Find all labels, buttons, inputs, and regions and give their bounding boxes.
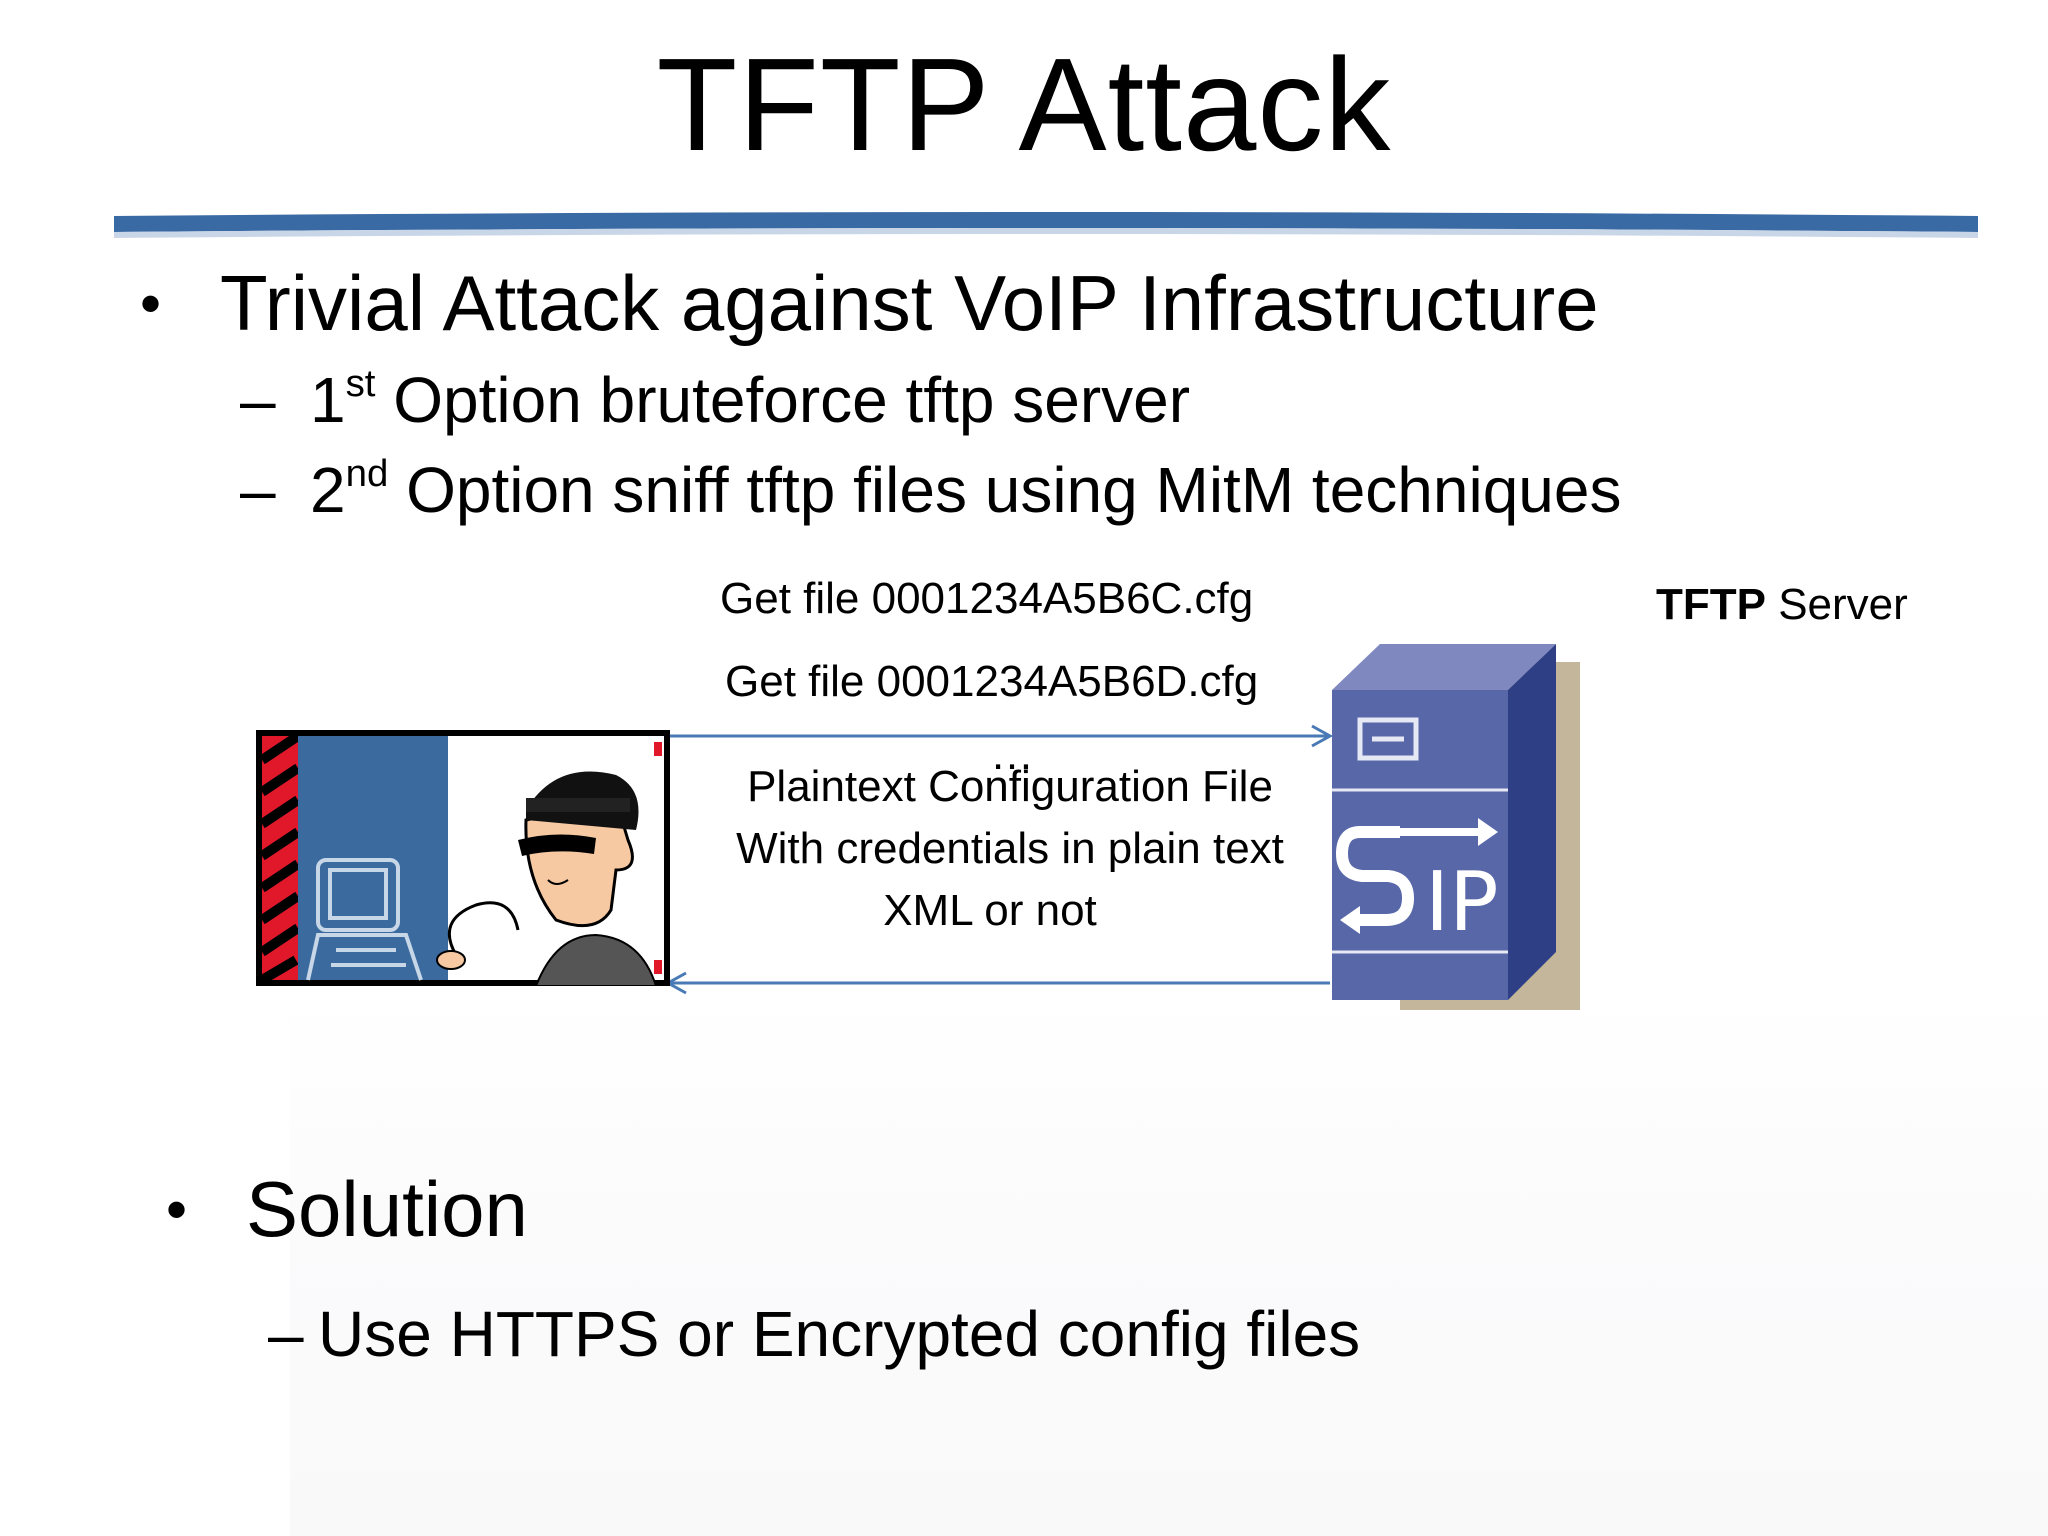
bullet-dot: • bbox=[166, 1176, 188, 1243]
solution-heading: Solution bbox=[246, 1165, 528, 1253]
slide-title: TFTP Attack bbox=[656, 31, 1392, 178]
server-label: TFTP Server bbox=[1656, 578, 1908, 632]
server-label-rest: Server bbox=[1765, 580, 1908, 629]
slide-background-fade bbox=[290, 1000, 2048, 1536]
hacker-at-computer-icon bbox=[256, 730, 670, 986]
response-line-3: XML or not bbox=[883, 886, 1097, 935]
request-arrowhead bbox=[1311, 724, 1334, 748]
server-label-bold: TFTP bbox=[1656, 580, 1766, 629]
sip-server-icon: IP bbox=[1332, 644, 1580, 1010]
sub-bullet-1-number: 1 bbox=[310, 364, 346, 436]
request-line-2: Get file 0001234A5B6D.cfg bbox=[725, 657, 1259, 706]
sub-bullet-dash: – bbox=[268, 1298, 304, 1370]
sub-bullet-2-ordinal: nd bbox=[345, 451, 389, 495]
request-line-1: Get file 0001234A5B6C.cfg bbox=[720, 574, 1254, 623]
bullet-main: Trivial Attack against VoIP Infrastructu… bbox=[220, 259, 1599, 347]
bullet-dot: • bbox=[140, 270, 162, 337]
sub-bullet-2-text: Option sniff tftp files using MitM techn… bbox=[388, 454, 1622, 526]
response-line-1: Plaintext Configuration File bbox=[747, 762, 1273, 811]
request-ellipsis: … bbox=[990, 730, 1034, 779]
request-response-arrows bbox=[664, 724, 1334, 995]
solution-item: Use HTTPS or Encrypted config files bbox=[318, 1298, 1361, 1370]
sub-bullet-2: 2nd Option sniff tftp files using MitM t… bbox=[310, 450, 1621, 530]
sub-bullet-1-ordinal: st bbox=[345, 361, 376, 405]
title-underline bbox=[114, 212, 1978, 238]
sub-bullet-dash: – bbox=[240, 364, 276, 436]
sub-bullet-1-text: Option bruteforce tftp server bbox=[375, 364, 1191, 436]
sub-bullet-2-number: 2 bbox=[310, 454, 346, 526]
sub-bullet-dash: – bbox=[240, 454, 276, 526]
response-line-2: With credentials in plain text bbox=[736, 824, 1284, 873]
server-logo-text: IP bbox=[1425, 855, 1499, 950]
sub-bullet-1: 1st Option bruteforce tftp server bbox=[310, 360, 1190, 440]
